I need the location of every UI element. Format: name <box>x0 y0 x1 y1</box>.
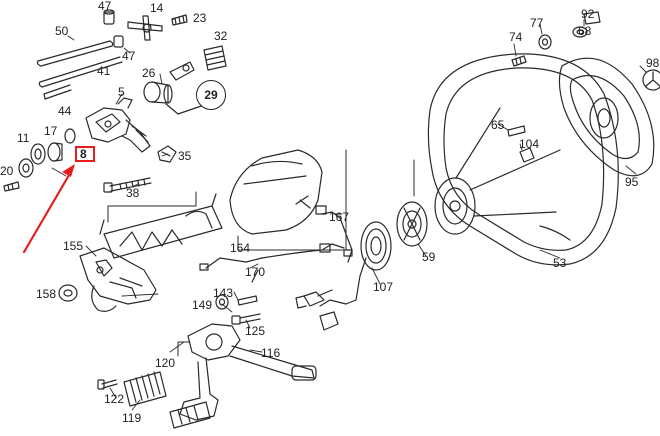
red-pointer-arrow <box>22 164 75 254</box>
part-label-122: 122 <box>104 392 125 406</box>
screw-65 <box>507 125 526 137</box>
part-label-77: 77 <box>530 16 544 30</box>
part-label-104: 104 <box>519 137 540 151</box>
part-label-119: 119 <box>122 411 142 425</box>
screw-74 <box>511 55 527 67</box>
lever-35 <box>157 145 177 163</box>
bracket-14 <box>127 15 163 41</box>
nut-8 <box>64 128 76 144</box>
part-label-107: 107 <box>373 280 394 294</box>
steering-wheel-53 <box>427 53 619 266</box>
bolt-38 <box>103 177 152 193</box>
screw-23 <box>171 14 188 26</box>
part-label-95: 95 <box>625 175 639 189</box>
part-label-26: 26 <box>142 66 156 80</box>
part-label-120: 120 <box>155 356 176 370</box>
part-label-35: 35 <box>178 149 192 163</box>
part-label-44: 44 <box>58 104 72 118</box>
part-label-59: 59 <box>422 250 436 264</box>
nut-77 <box>538 34 552 50</box>
part-label-143: 143 <box>213 286 234 300</box>
screw-143 <box>237 295 258 306</box>
steering-column <box>99 193 223 259</box>
part-8-highlight-box <box>75 146 95 162</box>
part-label-41: 41 <box>97 64 111 78</box>
washer-11 <box>30 143 46 165</box>
screw-20b <box>3 181 20 192</box>
pin-122 <box>97 379 118 390</box>
rod-41 <box>38 56 123 88</box>
part-label-29: 29 <box>196 80 226 110</box>
harness-167 <box>199 205 353 283</box>
part-label-23: 23 <box>193 11 207 25</box>
key-26 <box>169 61 195 81</box>
column-cover-164 <box>229 149 323 235</box>
cap-158 <box>58 284 78 302</box>
part-label-20: 20 <box>0 164 14 178</box>
part-label-116: 116 <box>261 346 281 360</box>
emblem-98 <box>642 69 660 91</box>
part-label-32: 32 <box>214 29 228 43</box>
part-label-5: 5 <box>118 85 125 99</box>
hub-59 <box>396 201 428 247</box>
part-label-149: 149 <box>192 298 213 312</box>
screw-125 <box>231 313 261 325</box>
washer-149 <box>215 294 229 310</box>
cylinder-26 <box>143 81 211 115</box>
part-label-11: 11 <box>17 131 30 145</box>
part-label-74: 74 <box>509 30 523 44</box>
cap-20 <box>18 158 34 178</box>
part-label-155: 155 <box>63 239 84 253</box>
pin-44 <box>43 84 72 100</box>
grommet-32 <box>203 45 227 71</box>
part-label-125: 125 <box>245 324 266 338</box>
part-label-38: 38 <box>126 186 140 200</box>
connector-lower <box>169 401 211 429</box>
part-label-92: 92 <box>581 7 595 21</box>
part-label-170: 170 <box>245 265 266 279</box>
part-label-68: 68 <box>578 24 592 38</box>
horn-pad-95 <box>558 57 655 177</box>
part-label-17: 17 <box>44 124 58 138</box>
leader-lines <box>51 17 647 411</box>
clip-104 <box>519 147 535 163</box>
washer-68 <box>572 26 588 38</box>
connector-119 <box>123 371 167 407</box>
steering-lock-5 <box>85 97 151 153</box>
part-label-65: 65 <box>491 118 505 132</box>
part-label-53: 53 <box>553 256 567 270</box>
ignition-switch-155 <box>79 247 157 312</box>
part-label-50: 50 <box>55 24 69 38</box>
part-label-14: 14 <box>150 1 164 15</box>
leader-120-frame <box>177 341 191 357</box>
part-label-167: 167 <box>329 210 350 224</box>
part-label-8: 8 <box>80 147 87 161</box>
sleeve-47-mid <box>113 35 124 48</box>
part-label-47: 47 <box>98 0 112 13</box>
part-label-158: 158 <box>36 287 57 301</box>
part-label-47b: 47 <box>122 49 136 63</box>
leader-164-frame <box>237 149 347 251</box>
combination-switch-120 <box>179 323 317 421</box>
part-label-98: 98 <box>646 56 660 70</box>
contact-unit-107 <box>295 221 392 331</box>
ring-17 <box>47 142 63 162</box>
rod-50 <box>36 40 114 67</box>
leader-38-frame <box>107 191 197 223</box>
part-label-164: 164 <box>230 241 251 255</box>
cap-92 <box>583 11 601 25</box>
